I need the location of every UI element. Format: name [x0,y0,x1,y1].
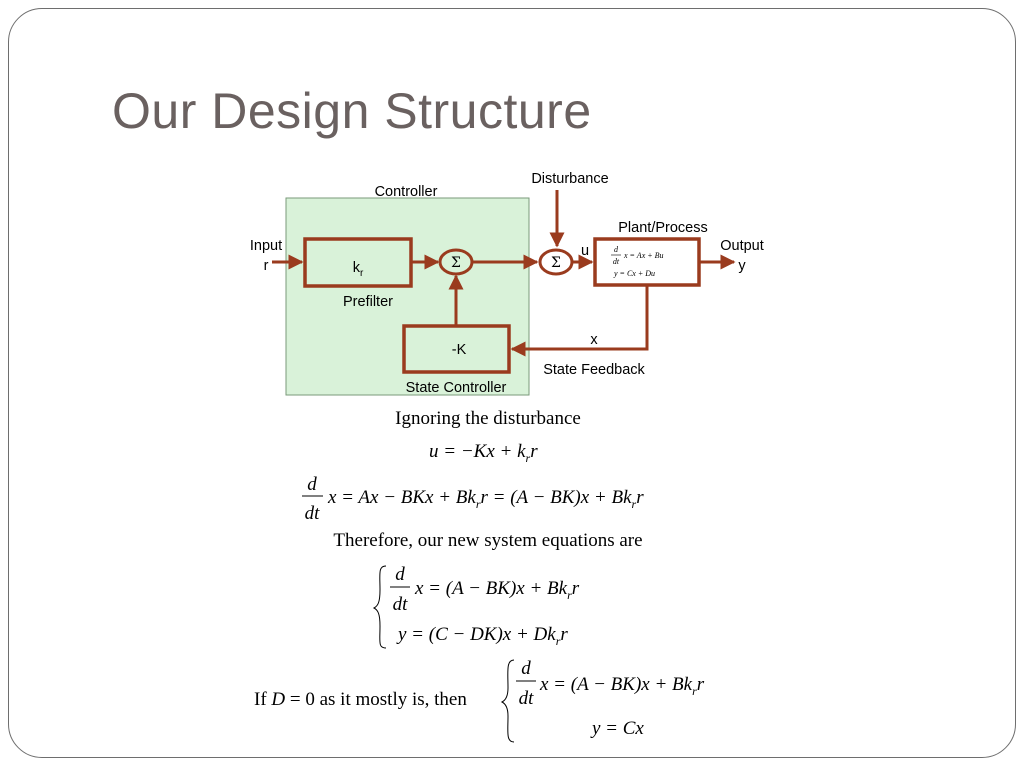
closed-loop-sub-2: r [632,497,637,511]
closed-loop-d: d [307,474,317,495]
reduced-output-equation: y = Cx [590,718,644,739]
prefilter-gain-base: k [353,260,361,276]
sum-symbol-1: Σ [451,255,461,271]
input-label: Input [250,238,282,254]
prefilter-gain: kr [353,260,364,279]
sys3-sub: r [692,684,697,698]
control-law-end: r [530,441,538,462]
if-suffix: as it mostly is, then [320,689,468,710]
sys1-end: r [572,578,580,599]
closed-loop-mid: r = (A − BK)x + Bk [481,487,633,508]
controller-label: Controller [375,184,438,200]
sys2-end: r [560,624,568,645]
system-brace-2 [500,659,515,743]
sys1-main: x = (A − BK)x + Bk [414,578,568,599]
sys1-d: d [395,564,405,585]
if-eq: = 0 [290,689,315,710]
if-prefix: If [254,689,267,710]
closed-loop-sub-1: r [476,497,481,511]
system-state-equation: x = (A − BK)x + Bkrr [414,578,580,602]
gain-label: -K [452,342,467,358]
sys3-dt: dt [519,688,535,709]
disturbance-label: Disturbance [531,171,608,187]
prefilter-label: Prefilter [343,294,393,310]
slide-frame [8,8,1016,758]
controller-region [285,197,530,396]
therefore-text: Therefore, our new system equations are [333,530,642,551]
state-feedback-label: State Feedback [543,362,645,378]
state-signal-label: x [590,332,598,348]
output-label: Output [720,238,764,254]
control-law-sub: r [526,451,531,465]
plant-dt: dt [613,257,620,266]
sys1-dt: dt [393,594,409,615]
sys2-main: y = (C − DK)x + Dk [396,624,556,645]
sys3-main: x = (A − BK)x + Bk [539,674,693,695]
control-law-main: u = −Kx + k [429,441,526,462]
output-symbol: y [738,258,746,274]
prefilter-gain-sub: r [360,268,364,279]
sys3-end: r [697,674,705,695]
plant-block [593,237,701,287]
sum-symbol-2: Σ [551,255,561,271]
system-brace-1 [372,565,387,649]
plant-label: Plant/Process [618,220,707,236]
system-output-equation: y = (C − DK)x + Dkrr [396,624,568,648]
closed-loop-main: x = Ax − BKx + Bk [327,487,476,508]
plant-d: d [614,245,619,254]
slide-title: Our Design Structure [112,83,592,139]
control-signal-label: u [581,243,589,259]
closed-loop-dt: dt [305,503,321,524]
sys3-d: d [521,658,531,679]
if-d-zero-text: If D = 0 as it mostly is, then [254,689,467,710]
closed-loop-end: r [636,487,644,508]
state-feedback-arrow [510,285,649,357]
state-controller-label: State Controller [406,380,507,396]
ignoring-disturbance-text: Ignoring the disturbance [395,408,581,429]
sys2-sub: r [556,634,561,648]
if-var: D [270,689,285,710]
control-law-equation: u = −Kx + krr [429,441,538,465]
input-symbol: r [264,258,269,274]
plant-output-equation: y = Cx + Du [613,269,655,278]
sys1-sub: r [567,588,572,602]
reduced-state-equation: x = (A − BK)x + Bkrr [539,674,705,698]
plant-state-equation: x = Ax + Bu [623,251,664,260]
closed-loop-equation: x = Ax − BKx + Bkrr = (A − BK)x + Bkrr [327,487,644,511]
